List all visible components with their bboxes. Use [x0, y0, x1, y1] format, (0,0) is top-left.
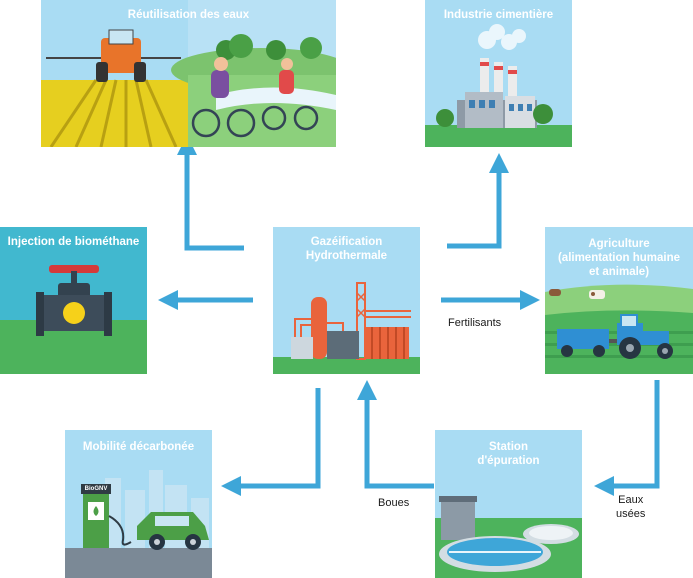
- node-title: Mobilité décarbonée: [82, 441, 195, 453]
- arrow-boues: [357, 380, 434, 489]
- water-reuse-illustration: [41, 0, 336, 147]
- gasification-plant-illustration: [273, 227, 420, 374]
- node-wastewater-treatment: Station d'épuration: [435, 430, 582, 578]
- arrow-eaux-usees: [594, 380, 660, 496]
- node-water-reuse: Réutilisation des eaux: [41, 0, 336, 147]
- valve-illustration: [0, 227, 147, 374]
- edge-label-boues: Boues: [378, 497, 410, 509]
- treatment-plant-illustration: [435, 430, 582, 578]
- node-cement-industry: Industrie cimentière: [425, 0, 572, 147]
- cement-factory-illustration: [425, 0, 572, 147]
- station-sign: BioGNV: [84, 486, 108, 492]
- biognv-station-illustration: [65, 430, 212, 578]
- edge-label-fertilisants: Fertilisants: [448, 317, 502, 329]
- node-agriculture: Agriculture (alimentation humaine et ani…: [545, 227, 693, 374]
- node-title: Station d'épuration: [477, 441, 540, 467]
- node-title: Injection de biométhane: [7, 236, 140, 248]
- agriculture-illustration: [545, 227, 693, 374]
- node-low-carbon-mobility: Mobilité décarbonée BioGNV: [65, 430, 212, 578]
- node-hydrothermal-gasification: Gazéification Hydrothermale: [273, 227, 420, 374]
- node-title: Réutilisation des eaux: [127, 9, 250, 21]
- arrow-to-mobility: [221, 388, 321, 496]
- arrow-to-water-reuse: [177, 135, 244, 251]
- edge-label-eaux-usees: Eaux usées: [616, 494, 646, 520]
- node-biomethane-injection: Injection de biométhane: [0, 227, 147, 374]
- node-title: Industrie cimentière: [443, 9, 554, 21]
- node-title: Gazéification Hydrothermale: [305, 236, 388, 262]
- node-title: Agriculture (alimentation humaine et ani…: [557, 238, 681, 278]
- arrow-to-cement: [447, 153, 509, 249]
